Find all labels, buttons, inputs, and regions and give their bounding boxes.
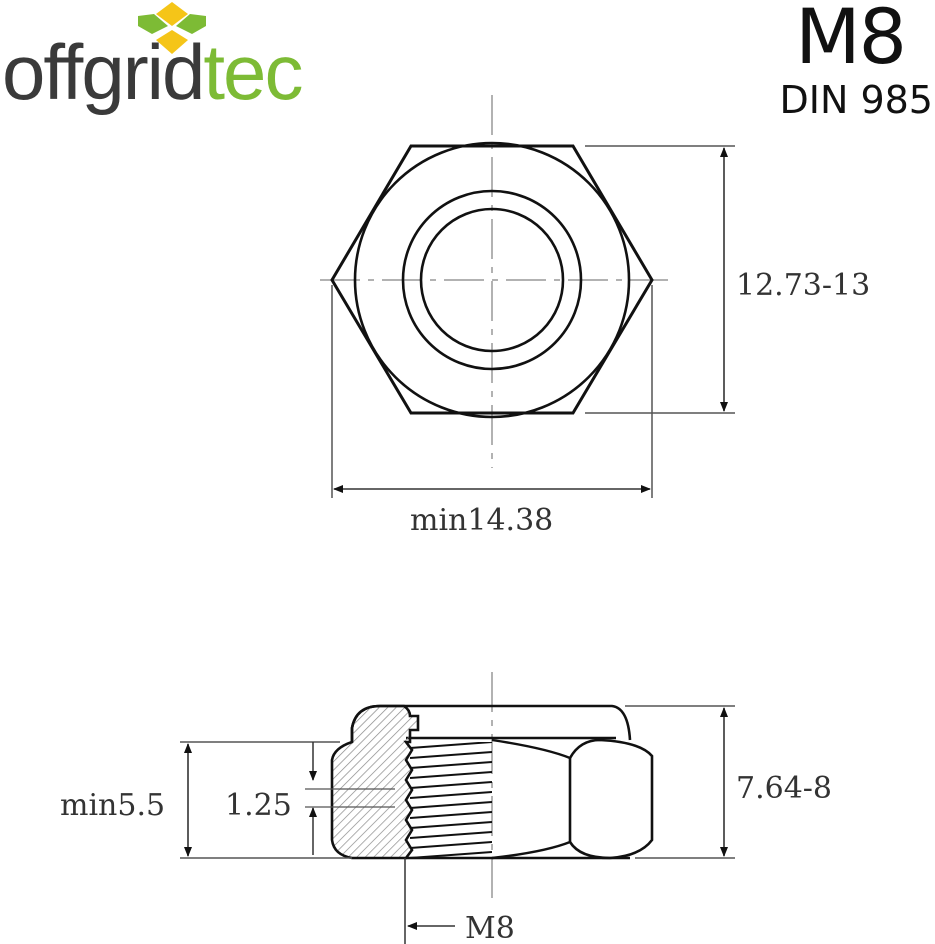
insert-ring <box>401 189 583 371</box>
brand-logo: offgridtec <box>0 0 340 120</box>
logo-text-dark: offgrid <box>2 28 205 116</box>
nut-size-title: M8 <box>795 0 907 81</box>
dim-across-corners: min14.38 <box>410 503 553 538</box>
top-view <box>320 95 735 498</box>
hex-outline <box>330 144 654 415</box>
logo-text-green: tec <box>203 28 303 116</box>
bore-circle <box>419 207 565 353</box>
side-view <box>180 672 735 944</box>
dim-total-height: 7.64-8 <box>736 771 832 806</box>
dim-thread-pitch: 1.25 <box>225 788 292 823</box>
dim-across-flats: 12.73-13 <box>736 268 870 303</box>
section-hatch <box>330 704 420 860</box>
logo-wordmark: offgridtec <box>2 32 303 112</box>
dim-thread-size: M8 <box>465 911 515 944</box>
logo-diamond-icon <box>138 2 206 54</box>
chamfer-circle <box>353 141 631 419</box>
dim-thread-height: min5.5 <box>60 788 165 823</box>
standard-label: DIN 985 <box>779 78 933 122</box>
